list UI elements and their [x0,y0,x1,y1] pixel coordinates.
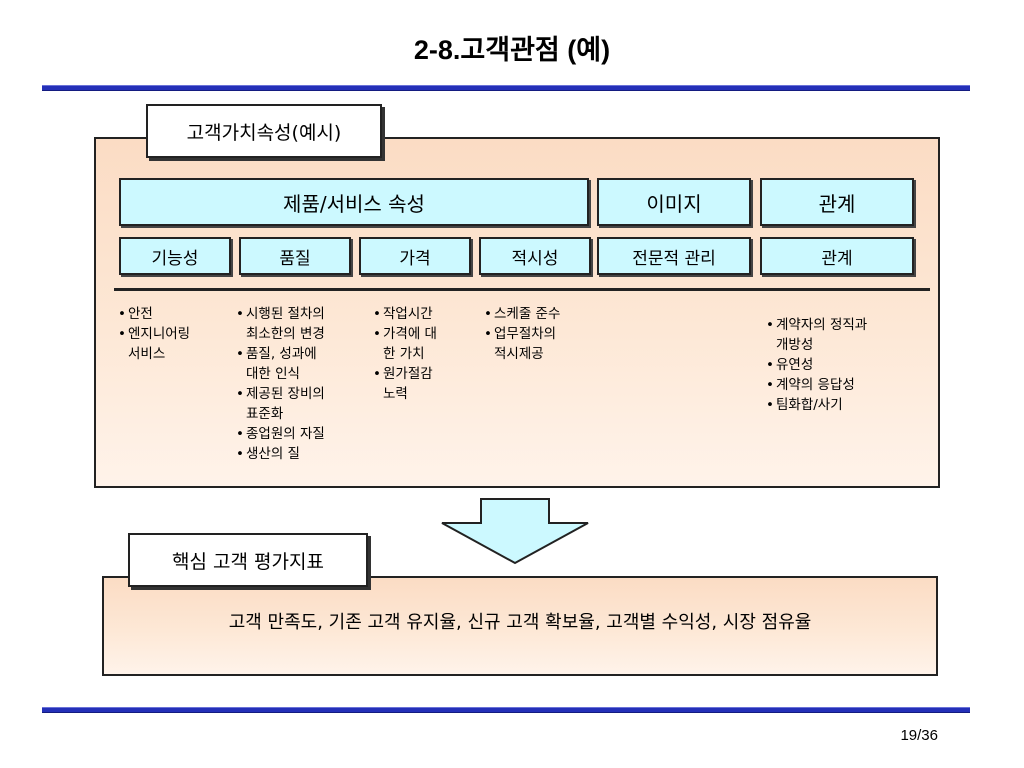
kpi-summary-text: 고객 만족도, 기존 고객 유지율, 신규 고객 확보율, 고객별 수익성, 시… [228,612,812,633]
bullet-item: 가격에 대한 가치 [373,324,473,364]
detail-column-functionality: 안전엔지니어링서비스 [118,304,233,364]
bullet-item: 계약의 응답성 [766,375,916,395]
category-product-service: 제품/서비스 속성 [119,178,589,226]
sub-attribute-timeliness: 적시성 [479,237,591,275]
attributes-panel-label: 고객가치속성(예시) [146,104,382,158]
bullet-item: 작업시간 [373,304,473,324]
sub-attribute-relationship: 관계 [760,237,914,275]
bullet-item: 종업원의 자질 [236,424,366,444]
detail-column-relationship: 계약자의 정직과개방성유연성계약의 응답성팀화합/사기 [766,315,916,415]
sub-attribute-expert-management: 전문적 관리 [597,237,751,275]
bottom-rule [42,707,970,713]
down-arrow-icon [441,498,589,565]
sub-attribute-quality: 품질 [239,237,351,275]
sub-attribute-price: 가격 [359,237,471,275]
sub-attribute-functionality: 기능성 [119,237,231,275]
page-title: 2-8.고객관점 (예) [413,35,611,65]
bullet-item: 생산의 질 [236,444,366,464]
detail-column-price: 작업시간가격에 대한 가치원가절감노력 [373,304,473,404]
bullet-item: 팀화합/사기 [766,395,916,415]
kpi-panel [102,576,938,676]
bullet-item: 스케줄 준수 [484,304,594,324]
category-image: 이미지 [597,178,751,226]
detail-column-timeliness: 스케줄 준수업무절차의적시제공 [484,304,594,364]
kpi-panel-label: 핵심 고객 평가지표 [128,533,368,587]
bullet-item: 안전 [118,304,233,324]
page-number: 19/36 [900,727,938,744]
category-relationship: 관계 [760,178,914,226]
panel-divider [114,288,930,291]
bullet-item: 유연성 [766,355,916,375]
top-rule [42,85,970,91]
